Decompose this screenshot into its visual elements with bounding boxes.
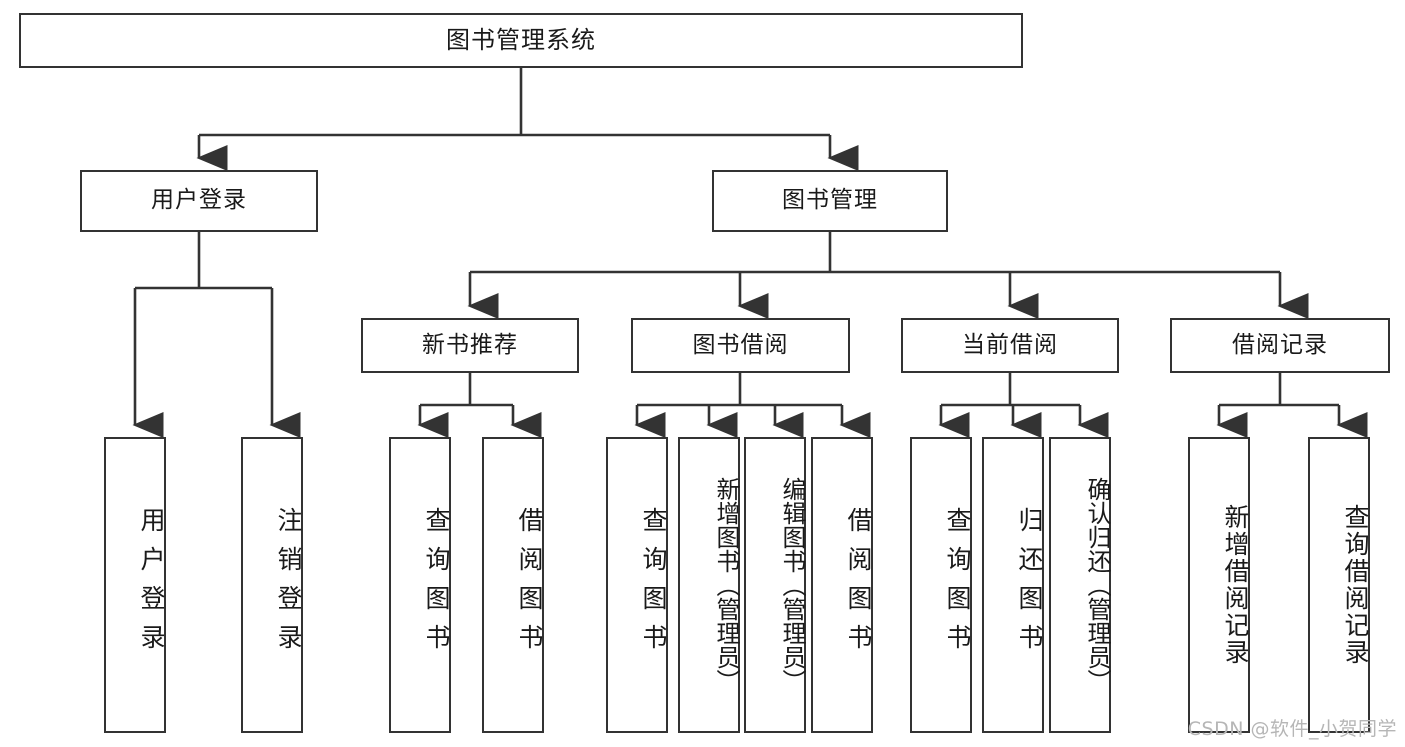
node-new-book-recommend[interactable]: 新书推荐 xyxy=(361,318,579,373)
leaf-label: 新增借阅记录 xyxy=(1221,504,1250,666)
node-leaf-borrow-book-1[interactable]: 借阅图书 xyxy=(482,437,544,733)
node-leaf-user-login[interactable]: 用户登录 xyxy=(104,437,166,733)
node-leaf-logout-login[interactable]: 注销登录 xyxy=(241,437,303,733)
leaf-label: 查询图书 xyxy=(943,507,972,663)
node-leaf-confirm-return-admin[interactable]: 确认归还（管理员） xyxy=(1049,437,1111,733)
leaf-label: 编辑图书（管理员） xyxy=(778,477,806,693)
leaf-label: 用户登录 xyxy=(137,507,166,663)
leaf-label: 借阅图书 xyxy=(515,507,544,663)
leaf-label: 查询图书 xyxy=(422,507,451,663)
leaf-label: 归还图书 xyxy=(1015,507,1044,663)
node-leaf-query-book-1[interactable]: 查询图书 xyxy=(389,437,451,733)
node-leaf-query-book-2[interactable]: 查询图书 xyxy=(606,437,668,733)
node-leaf-borrow-book-2[interactable]: 借阅图书 xyxy=(811,437,873,733)
leaf-label: 注销登录 xyxy=(274,507,303,663)
node-leaf-query-book-3[interactable]: 查询图书 xyxy=(910,437,972,733)
csdn-watermark: CSDN @软件_小贺同学 xyxy=(1187,718,1397,740)
node-leaf-edit-book-admin[interactable]: 编辑图书（管理员） xyxy=(744,437,806,733)
node-current-borrow[interactable]: 当前借阅 xyxy=(901,318,1119,373)
node-root-system[interactable]: 图书管理系统 xyxy=(19,13,1023,68)
leaf-label: 借阅图书 xyxy=(844,507,873,663)
node-leaf-add-borrow-record[interactable]: 新增借阅记录 xyxy=(1188,437,1250,733)
leaf-label: 确认归还（管理员） xyxy=(1083,477,1111,693)
node-user-login[interactable]: 用户登录 xyxy=(80,170,318,232)
node-book-manage[interactable]: 图书管理 xyxy=(712,170,948,232)
node-leaf-add-book-admin[interactable]: 新增图书（管理员） xyxy=(678,437,740,733)
leaf-label: 查询图书 xyxy=(639,507,668,663)
node-book-borrow[interactable]: 图书借阅 xyxy=(631,318,850,373)
leaf-label: 查询借阅记录 xyxy=(1341,504,1370,666)
node-leaf-return-book[interactable]: 归还图书 xyxy=(982,437,1044,733)
node-leaf-query-borrow-record[interactable]: 查询借阅记录 xyxy=(1308,437,1370,733)
node-borrow-record[interactable]: 借阅记录 xyxy=(1170,318,1390,373)
leaf-label: 新增图书（管理员） xyxy=(712,477,740,693)
